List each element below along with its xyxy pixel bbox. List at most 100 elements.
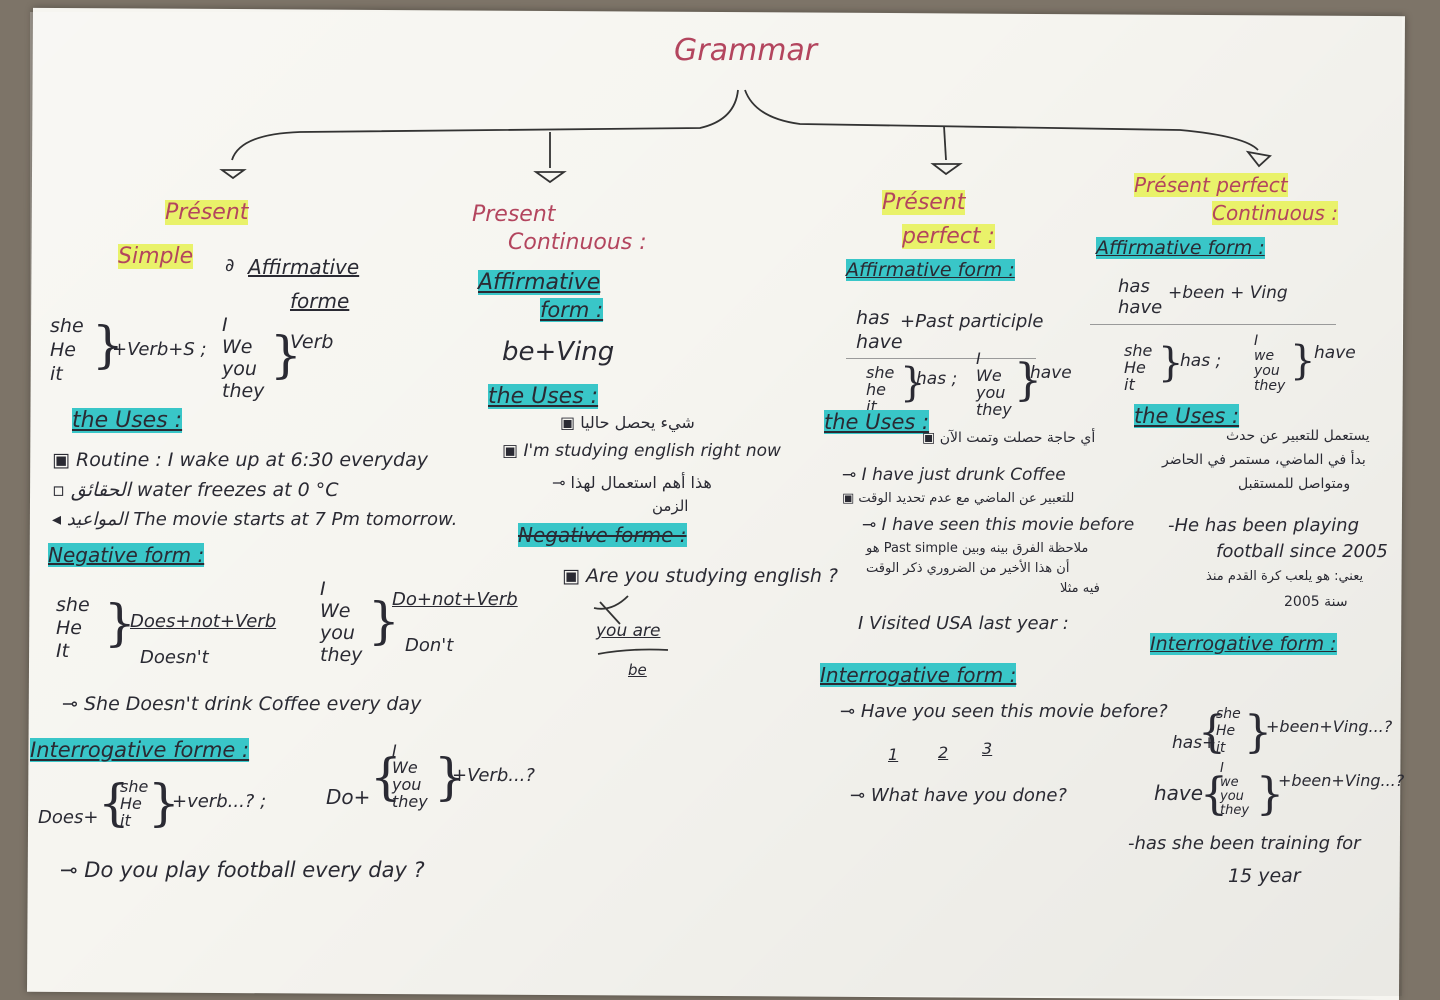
col3-formula: +Past participle: [900, 311, 1044, 332]
col2-affirmative-2: form :: [540, 298, 604, 322]
col2-affirmative: Affirmative: [478, 270, 601, 295]
col4-use-line-2: بدأ في الماضي، مستمر في الحاضر: [1162, 452, 1366, 468]
col2-heading: Present: [472, 202, 556, 227]
branch-line-1: [231, 89, 739, 161]
col2-uses-heading: the Uses :: [488, 384, 599, 409]
col3-interrogative-heading: Interrogative form :: [820, 663, 1017, 687]
col4-int-formula-b: +been+Ving...?: [1278, 771, 1405, 790]
col1-negative-heading: Negative form :: [48, 543, 205, 567]
arrow-head-4: [1245, 150, 1272, 168]
col1-interrogative-heading: Interrogative forme :: [30, 738, 250, 762]
col2-heading-2: Continuous :: [508, 230, 647, 255]
col3-note-1: ملاحظة الفرق بينه وبين Past simple هو: [866, 541, 1089, 556]
col3-heading: Présent: [882, 190, 966, 215]
col4-example-2: football since 2005: [1216, 541, 1388, 562]
col4-interrogative-heading: Interrogative form :: [1150, 633, 1337, 655]
branch-line-4: [744, 89, 1259, 151]
col2-question: ▣ Are you studying english ?: [562, 565, 839, 587]
col4-use-line-1: يستعمل للتعبير عن حدث: [1226, 428, 1370, 444]
col1-neg-short-b: Don't: [405, 635, 454, 656]
col3-have-b: have: [1030, 363, 1072, 383]
col1-int-formula-a: +verb...? ;: [172, 791, 267, 812]
col1-use-3: ◂ المواعيد The movie starts at 7 Pm tomo…: [52, 509, 458, 530]
col1-affirmative: Affirmative: [248, 255, 360, 279]
col1-int-formula-b: +Verb...?: [452, 765, 535, 786]
col1-use-2: ▫ الحقائق water freezes at 0 °C: [52, 479, 339, 501]
col3-has-a: has ;: [916, 369, 958, 389]
col3-question-2: ⊸ What have you done?: [850, 785, 1067, 806]
col3-note-3: فيه مثلا: [1060, 581, 1100, 596]
col4-heading: Présent perfect: [1134, 173, 1288, 197]
arrow-head-1: [219, 169, 247, 180]
col1-int-example: ⊸ Do you play football every day ?: [60, 858, 425, 882]
branch-line-3: [943, 125, 947, 161]
col4-affirmative: Affirmative form :: [1096, 237, 1265, 259]
col4-have-b: have: [1314, 343, 1356, 363]
col1-formula-a: +Verb+S ;: [112, 339, 207, 360]
col4-use-line-3: ومتواصل للمستقبل: [1238, 476, 1351, 492]
col4-int-have: have: [1154, 781, 1204, 805]
col4-example: -He has been playing: [1168, 515, 1360, 536]
col4-uses-heading: the Uses :: [1134, 404, 1240, 428]
col3-use-1: ⊸ I have just drunk Coffee: [842, 465, 1066, 485]
col4-int-has: has+: [1172, 733, 1217, 753]
col1-neg-short-a: Doesn't: [140, 647, 209, 668]
col1-neg-formula-b: Do+not+Verb: [392, 589, 518, 610]
col2-use-3b: الزمن: [652, 497, 689, 515]
col3-use-2-note: للتعبير عن الماضي مع عدم تحديد الوقت ▣: [842, 491, 1075, 506]
col1-use-1: ▣ Routine : I wake up at 6:30 everyday: [52, 449, 428, 471]
col3-example-past: I Visited USA last year :: [858, 613, 1069, 634]
col4-example-ar-2: سنة 2005: [1284, 594, 1348, 610]
col3-question-1: ⊸ Have you seen this movie before?: [840, 701, 1168, 722]
col3-num-2: 2: [938, 743, 949, 762]
col3-note-2: أن هذا الأخير من الضروري ذكر الوقت: [866, 561, 1070, 576]
col3-use-2: ⊸ I have seen this movie before: [862, 515, 1135, 535]
col1-neg-formula-a: Does+not+Verb: [130, 611, 277, 632]
col1-affirmative-2: forme: [290, 289, 350, 313]
col4-heading-2: Continuous :: [1212, 201, 1339, 225]
col3-affirmative: Affirmative form :: [846, 259, 1015, 281]
col1-formula-b: Verb: [290, 331, 334, 353]
col2-question-be: be: [628, 661, 647, 679]
col4-int-example-2: 15 year: [1228, 865, 1301, 887]
col1-int-does: Does+: [38, 807, 99, 828]
col2-negative-heading: Negative forme :: [518, 523, 687, 547]
col3-num-3: 3: [982, 739, 993, 758]
col2-formula: be+Ving: [502, 337, 615, 367]
arrow-head-2: [533, 171, 567, 184]
col4-has-a: has ;: [1180, 351, 1222, 371]
col4-int-example: -has she been training for: [1128, 833, 1361, 854]
col3-use-1-note: أي حاجة حصلت وتمت الآن ▣: [922, 430, 1096, 446]
col4-int-formula-a: +been+Ving...?: [1266, 717, 1393, 736]
col3-heading-2: perfect :: [902, 224, 995, 249]
col2-use-3: هذا أهم استعمال لهذا ⊸: [552, 473, 712, 492]
col2-use-2: ▣ I'm studying english right now: [502, 441, 781, 461]
col1-int-do: Do+: [326, 785, 371, 809]
col3-uses-heading: the Uses :: [824, 410, 930, 434]
col2-use-1: شيء يحصل حاليا ▣: [560, 413, 695, 432]
col1-neg-example: ⊸ She Doesn't drink Coffee every day: [62, 693, 422, 715]
page-title: Grammar: [674, 33, 818, 68]
col1-heading-2: Simple: [118, 244, 194, 269]
arrow-head-3: [930, 163, 963, 176]
col1-uses-heading: the Uses :: [72, 408, 183, 433]
col3-num-1: 1: [888, 745, 899, 764]
col4-formula: +been + Ving: [1168, 283, 1288, 303]
col4-example-ar-1: يعني: هو يلعب كرة القدم منذ: [1206, 569, 1364, 584]
col2-question-sub: you are: [596, 621, 661, 641]
